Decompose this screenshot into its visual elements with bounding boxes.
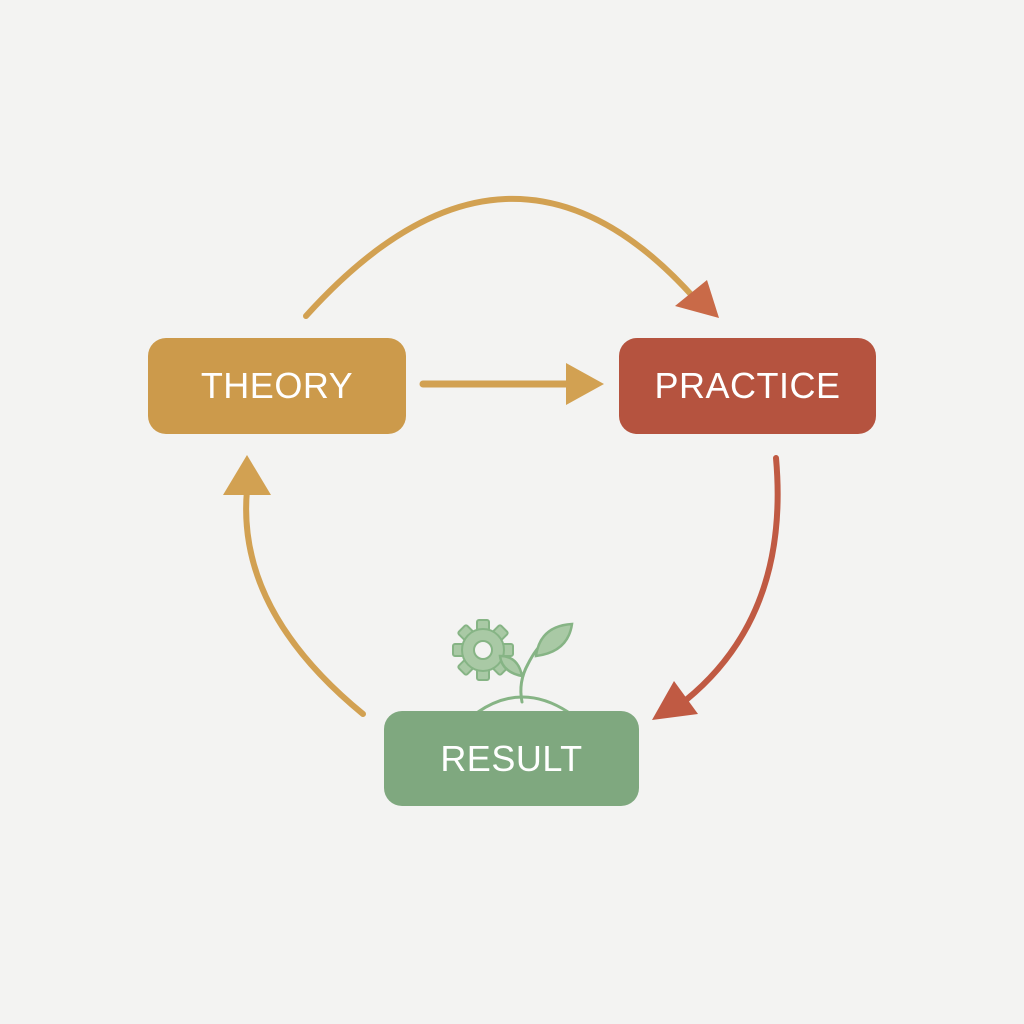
arrow-theory-to-practice-arc (303, 195, 699, 319)
theory-node: THEORY (148, 338, 406, 434)
arrowhead-left-arc (223, 455, 271, 495)
theory-label: THEORY (200, 365, 354, 406)
gear-icon (452, 619, 514, 681)
practice-label: PRACTICE (654, 365, 841, 406)
arrow-result-to-theory-arc (243, 487, 366, 717)
result-label: RESULT (440, 737, 583, 779)
result-node: RESULT (384, 711, 639, 806)
arrowhead-top-arc (675, 280, 719, 318)
arrowhead-right-arc (652, 681, 698, 720)
gear-and-sprout-icon (452, 619, 574, 714)
arrow-practice-to-result-arc (683, 455, 781, 703)
arrowhead-straight (566, 363, 604, 405)
practice-node: PRACTICE (619, 338, 876, 434)
